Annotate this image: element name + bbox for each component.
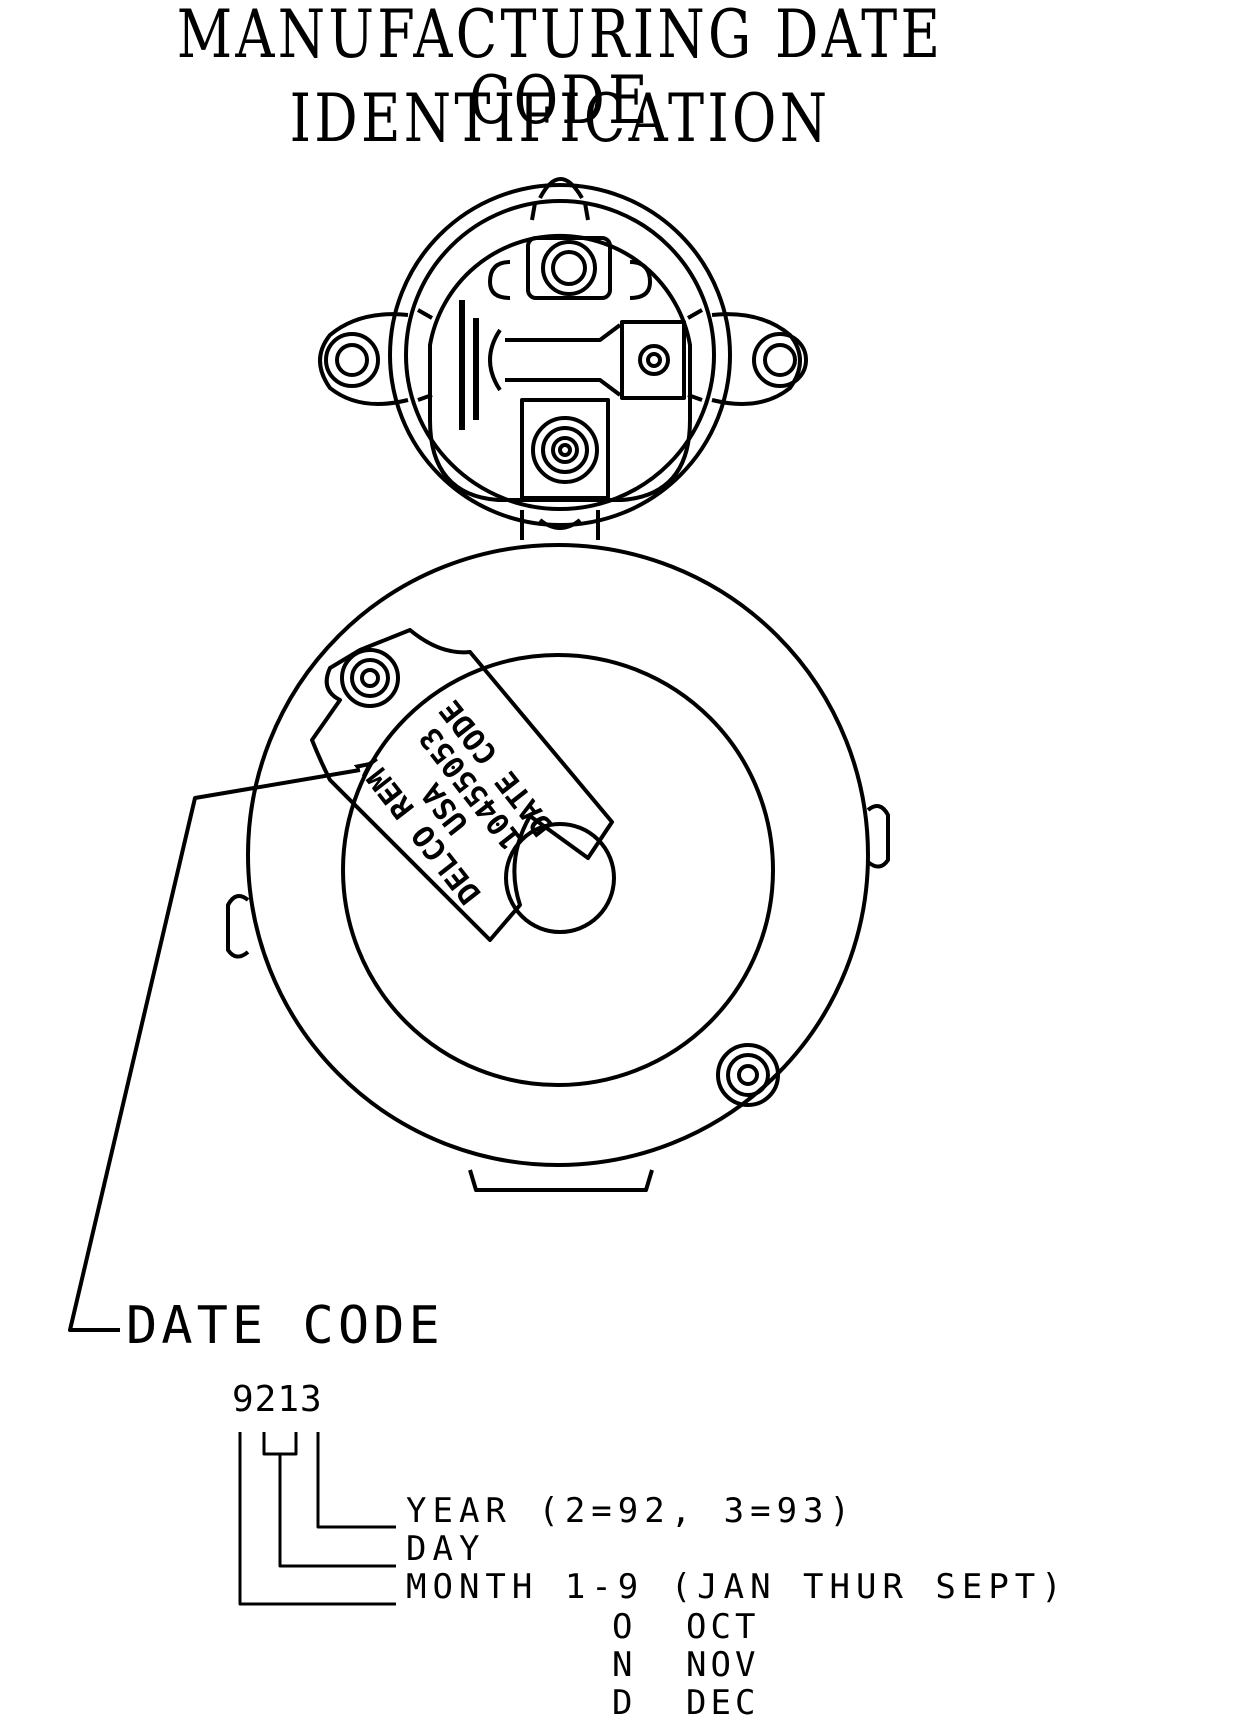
mounting-ear-left <box>318 312 409 406</box>
date-code-example: 9213 <box>232 1379 323 1420</box>
solenoid <box>318 177 808 540</box>
bolt-lower-right <box>716 1043 780 1107</box>
mounting-ear-right <box>711 312 808 406</box>
small-terminal <box>620 320 686 400</box>
month-code-letter: D <box>612 1683 633 1723</box>
bolt-upper-left <box>340 648 400 708</box>
month-code-name: DEC <box>686 1683 760 1723</box>
motor-end-frame <box>226 543 890 1192</box>
id-plate <box>310 628 614 942</box>
legend-year: YEAR (2=92, 3=93) <box>406 1491 856 1531</box>
legend-month: MONTH 1-9 (JAN THUR SEPT) <box>406 1567 1068 1607</box>
month-code-letter: N <box>612 1645 633 1685</box>
title-line-1: MANUFACTURING DATE CODE <box>176 0 944 139</box>
leader-line <box>68 768 361 1332</box>
plate-text: DELCO REMY USA 10455053 DATE CODE <box>350 693 561 911</box>
date-code-label: DATE CODE <box>126 1296 444 1356</box>
upper-terminal <box>526 236 612 300</box>
lower-terminal <box>520 398 610 500</box>
legend-day: DAY <box>406 1529 486 1569</box>
month-code-name: NOV <box>686 1645 760 1685</box>
date-code-brackets <box>238 1432 396 1606</box>
month-code-letter: O <box>612 1607 633 1647</box>
month-code-name: OCT <box>686 1607 760 1647</box>
title-line-2: IDENTIFICATION <box>289 80 831 157</box>
